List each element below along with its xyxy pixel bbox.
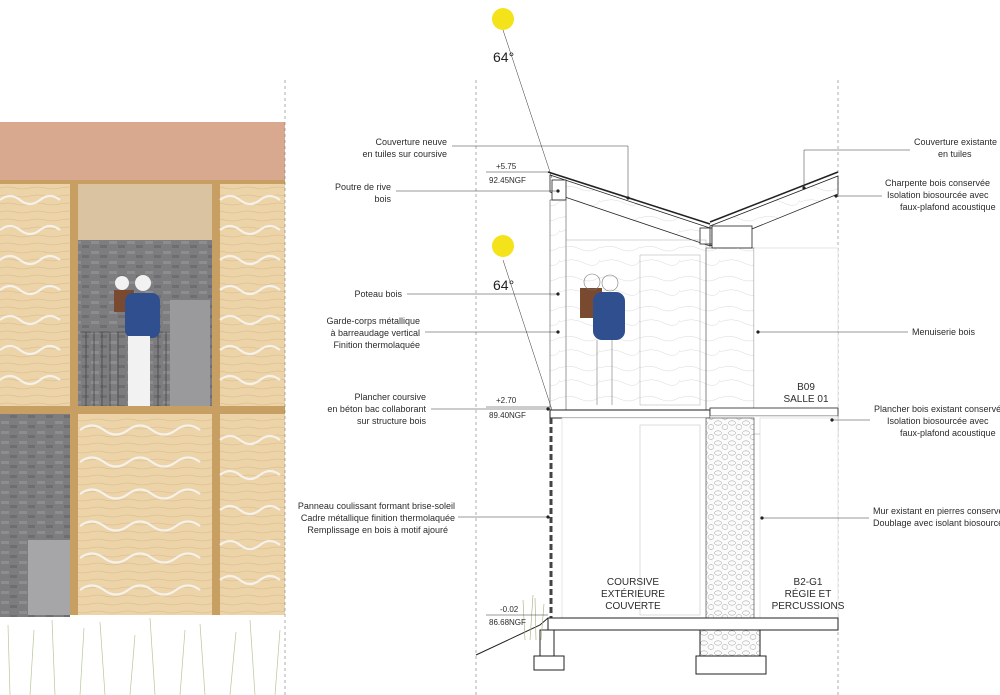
- annotation-poutre-rive: Poutre de rive bois: [335, 182, 560, 204]
- grass: [7, 617, 281, 695]
- svg-text:B2-G1: B2-G1: [794, 577, 823, 588]
- svg-text:89.40NGF: 89.40NGF: [489, 411, 526, 420]
- svg-text:en tuiles sur coursive: en tuiles sur coursive: [362, 149, 447, 159]
- svg-text:B09: B09: [797, 382, 815, 393]
- upper-opening-door: [170, 300, 210, 408]
- wood-post: [549, 199, 567, 411]
- svg-text:EXTÉRIEURE: EXTÉRIEURE: [601, 587, 665, 600]
- upper-wall: [565, 239, 707, 411]
- annotation-couverture-existante: Couverture existante en tuiles: [802, 137, 997, 190]
- sun-angle-upper: 64°: [493, 49, 514, 65]
- annotation-mur-existant: Mur existant en pierres conservé Doublag…: [760, 506, 1000, 528]
- people-figures-elevation: [114, 275, 160, 406]
- balcony-railing: [80, 331, 170, 406]
- room-label-regie: B2-G1 RÉGIE ET PERCUSSIONS: [772, 577, 845, 612]
- svg-text:COURSIVE: COURSIVE: [607, 577, 660, 588]
- svg-text:faux-plafond acoustique: faux-plafond acoustique: [900, 202, 996, 212]
- svg-text:sur structure bois: sur structure bois: [357, 416, 427, 426]
- annotation-poteau-bois: Poteau bois: [354, 289, 560, 299]
- svg-text:RÉGIE ET: RÉGIE ET: [785, 587, 832, 600]
- svg-text:86.68NGF: 86.68NGF: [489, 618, 526, 627]
- svg-text:bois: bois: [374, 194, 391, 204]
- sun-icon-lower: [492, 235, 514, 257]
- annotation-couverture-neuve: Couverture neuve en tuiles sur coursive: [362, 137, 630, 200]
- svg-text:Panneau coulissant formant bri: Panneau coulissant formant brise-soleil: [298, 501, 455, 511]
- svg-text:Menuiserie bois: Menuiserie bois: [912, 327, 976, 337]
- wood-joinery: [705, 247, 755, 411]
- svg-text:92.45NGF: 92.45NGF: [489, 176, 526, 185]
- annotation-menuiserie-bois: Menuiserie bois: [756, 327, 976, 337]
- svg-text:SALLE 01: SALLE 01: [783, 394, 828, 405]
- upper-opening-ceiling: [78, 184, 212, 240]
- room-label-salle: B09 SALLE 01: [783, 382, 828, 405]
- svg-text:Isolation biosourcée avec: Isolation biosourcée avec: [887, 416, 989, 426]
- svg-text:Finition thermolaquée: Finition thermolaquée: [333, 340, 420, 350]
- svg-text:Poteau bois: Poteau bois: [354, 289, 402, 299]
- annotation-plancher-existant: Plancher bois existant conservé Isolatio…: [830, 404, 1000, 438]
- roof-tiles: [0, 122, 285, 180]
- section-grass: [522, 594, 545, 641]
- existing-wood-floor: [709, 407, 839, 417]
- svg-text:Garde-corps métallique: Garde-corps métallique: [326, 316, 420, 326]
- level-marker: +5.75 92.45NGF: [486, 162, 548, 185]
- svg-text:COUVERTE: COUVERTE: [605, 601, 661, 612]
- lower-door: [28, 540, 70, 615]
- svg-text:en béton bac collaborant: en béton bac collaborant: [327, 404, 426, 414]
- level-marker: -0.02 86.68NGF: [486, 605, 548, 627]
- facade-elevation: [0, 122, 285, 695]
- svg-text:faux-plafond acoustique: faux-plafond acoustique: [900, 428, 996, 438]
- foundation: [547, 617, 839, 631]
- annotation-plancher-coursive: Plancher coursive en béton bac collabora…: [327, 392, 550, 426]
- sun-angle-lower: 64°: [493, 277, 514, 293]
- coursive-floor-slab: [549, 409, 711, 419]
- svg-text:Mur existant en pierres conser: Mur existant en pierres conservé: [873, 506, 1000, 516]
- sun-icon-upper: [492, 8, 514, 30]
- annotation-panneau-coulissant: Panneau coulissant formant brise-soleil …: [298, 501, 550, 535]
- svg-text:Remplissage en bois à motif aj: Remplissage en bois à motif ajouré: [307, 525, 448, 535]
- room-label-coursive: COURSIVE EXTÉRIEURE COUVERTE: [601, 577, 665, 612]
- svg-text:en tuiles: en tuiles: [938, 149, 972, 159]
- svg-text:PERCUSSIONS: PERCUSSIONS: [772, 601, 845, 612]
- svg-text:Couverture existante: Couverture existante: [914, 137, 997, 147]
- svg-text:Cadre métallique finition ther: Cadre métallique finition thermolaquée: [301, 513, 455, 523]
- svg-text:à barreaudage vertical: à barreaudage vertical: [330, 328, 420, 338]
- timber-frame: [0, 180, 285, 615]
- svg-text:+2.70: +2.70: [496, 396, 517, 405]
- svg-text:Poutre de rive: Poutre de rive: [335, 182, 391, 192]
- svg-text:Doublage avec isolant biosourc: Doublage avec isolant biosourcé: [873, 518, 1000, 528]
- svg-text:Isolation biosourcée avec: Isolation biosourcée avec: [887, 190, 989, 200]
- svg-text:Couverture neuve: Couverture neuve: [375, 137, 447, 147]
- people-figures-section: [580, 273, 625, 405]
- annotation-garde-corps: Garde-corps métallique à barreaudage ver…: [326, 316, 560, 350]
- new-roof-coursive: [549, 174, 711, 247]
- existing-stone-wall: [705, 417, 755, 619]
- svg-text:+5.75: +5.75: [496, 162, 517, 171]
- svg-text:Plancher coursive: Plancher coursive: [354, 392, 426, 402]
- level-marker: +2.70 89.40NGF: [486, 396, 550, 420]
- shutter-ajoure-pattern: [0, 194, 281, 596]
- building-section: [475, 29, 839, 675]
- svg-text:Plancher bois existant conserv: Plancher bois existant conservé: [874, 404, 1000, 414]
- lower-outer-wall: [561, 417, 711, 619]
- svg-text:-0.02: -0.02: [500, 605, 519, 614]
- svg-text:Charpente bois conservée: Charpente bois conservée: [885, 178, 990, 188]
- annotation-charpente-bois: Charpente bois conservée Isolation bioso…: [834, 178, 996, 212]
